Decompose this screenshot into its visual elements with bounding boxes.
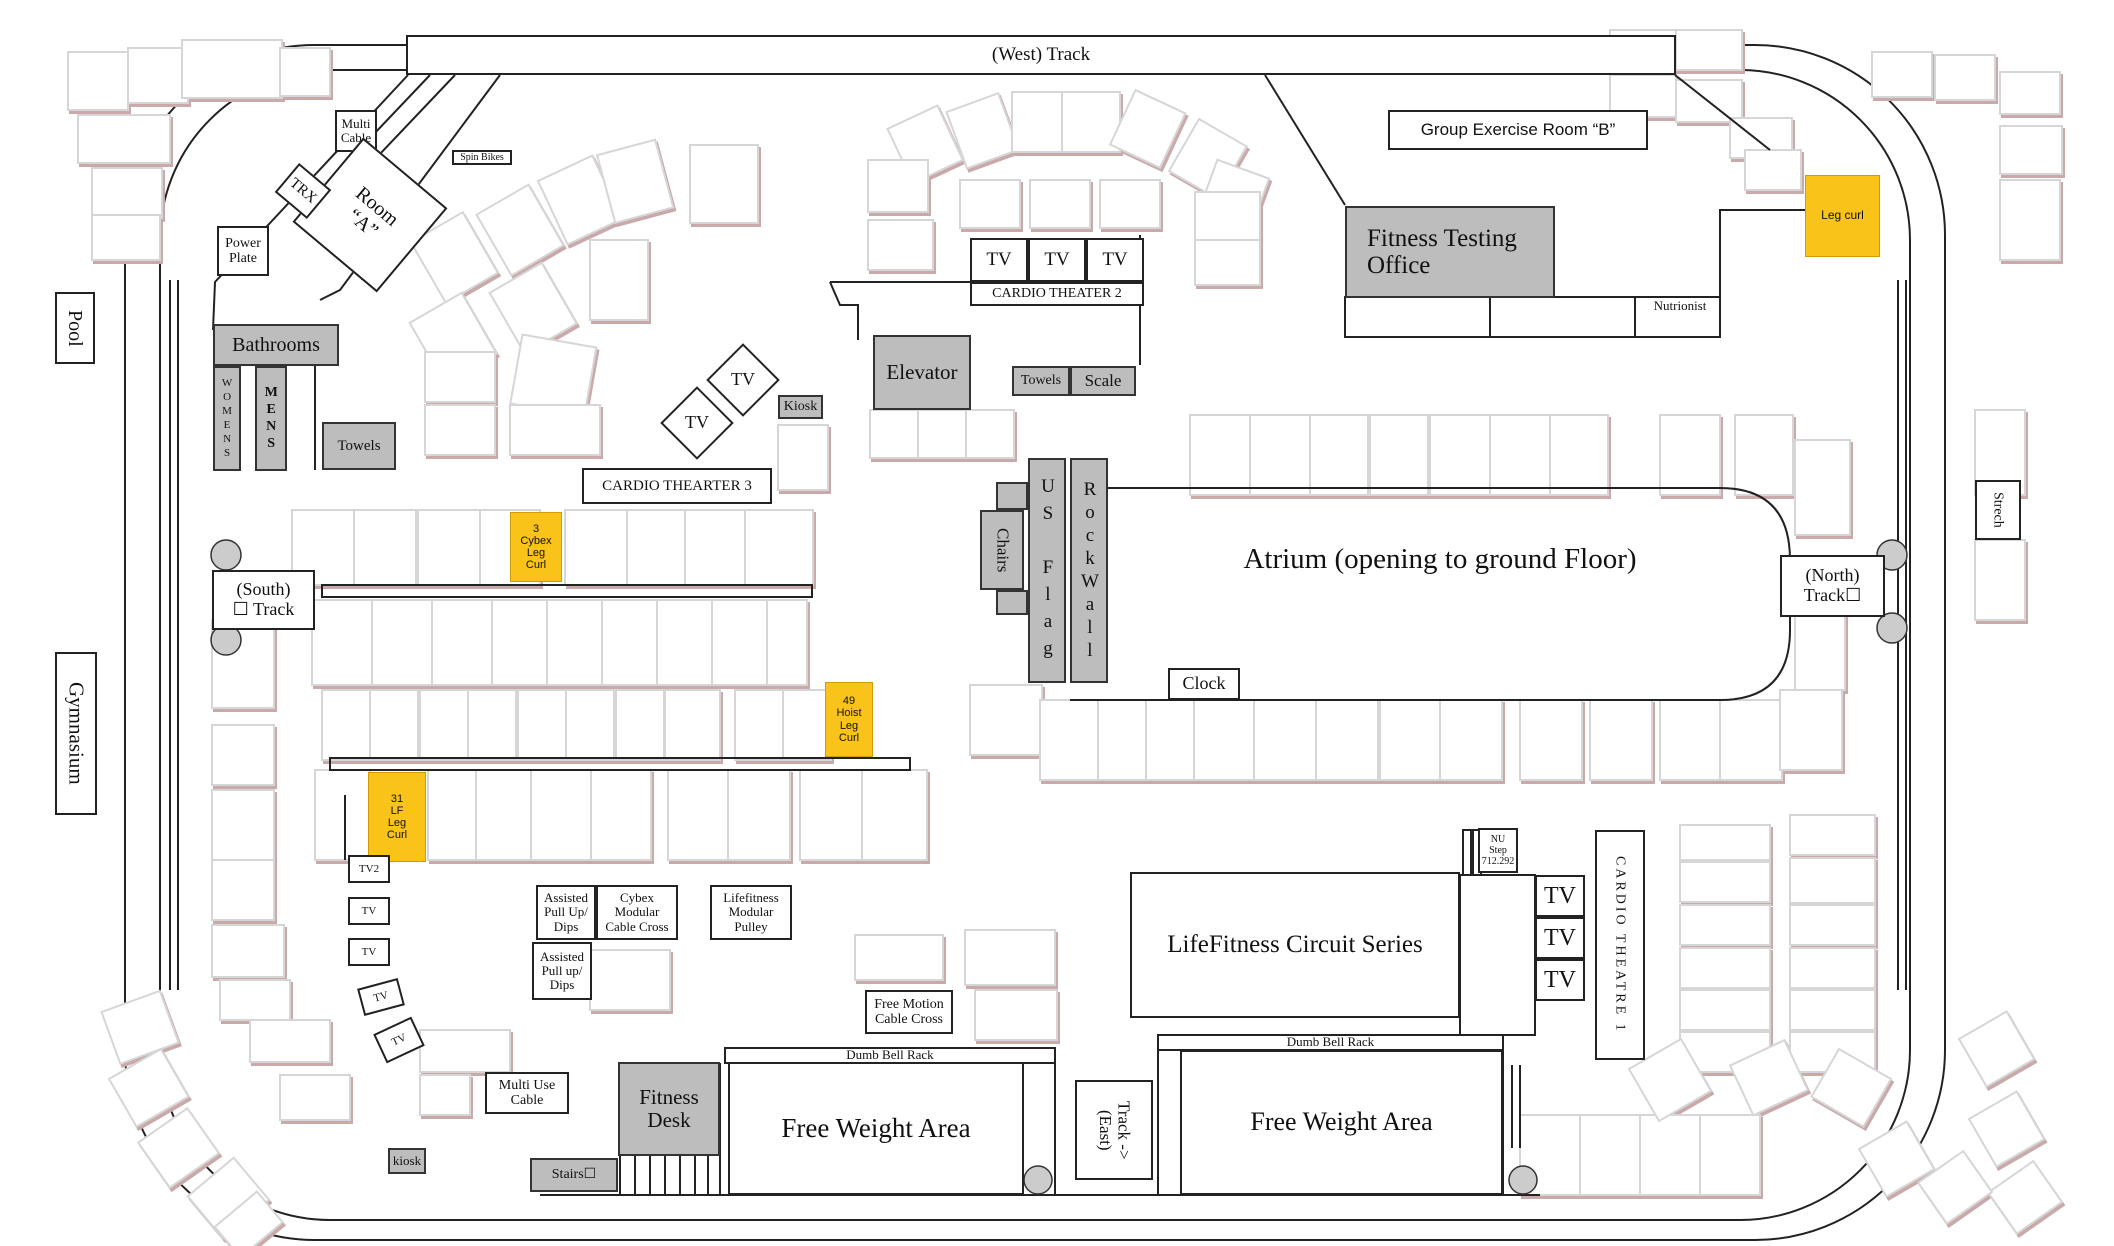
lifefitness-circuit-series: LifeFitness Circuit Series [1130, 872, 1460, 1018]
tv-circuit-3: TV [1535, 959, 1585, 1001]
chairs-text: Chairs [993, 527, 1013, 573]
spin-bikes-label: Spin Bikes [452, 150, 512, 165]
assisted-pull-up-2: Assisted Pull up/ Dips [532, 942, 592, 1000]
tv-circuit-2: TV [1535, 917, 1585, 959]
clock-label: Clock [1168, 668, 1240, 700]
leg-curl-top: Leg curl [1805, 175, 1880, 257]
equipment-boxes [67, 29, 2064, 1246]
tv-left-2: TV [348, 938, 390, 966]
nutrionist-label: Nutrionist [1653, 297, 1707, 313]
free-weight-area-2: Free Weight Area [1180, 1050, 1503, 1195]
pool-text: Pool [64, 309, 86, 347]
multi-use-cable: Multi Use Cable [485, 1072, 569, 1114]
chairs-label: Chairs [980, 510, 1024, 590]
hoist-leg-curl: 49 Hoist Leg Curl [825, 682, 873, 757]
stretch-label: Strech [1975, 480, 2021, 540]
chairs-lower-block [996, 590, 1028, 615]
stairs-label: Stairs☐ [530, 1158, 618, 1192]
tv-circuit-1: TV [1535, 875, 1585, 917]
power-plate-label: Power Plate [217, 226, 269, 276]
fitness-desk-label: Fitness Desk [618, 1062, 720, 1156]
gymnasium-label: Gymnasium [55, 652, 97, 815]
towels-center-label: Towels [1012, 366, 1070, 396]
us-flag-label: US Flag [1028, 458, 1066, 683]
cardio-thearter-3-label: CARDIO THEARTER 3 [582, 468, 772, 504]
kiosk-top-label: Kiosk [778, 395, 823, 419]
cardio-theatre-1-text: CARDIO THEATRE 1 [1612, 856, 1628, 1034]
dumb-bell-rack-1: Dumb Bell Rack [846, 1047, 934, 1063]
assisted-pull-up-1: Assisted Pull Up/ Dips [536, 885, 596, 940]
stretch-text: Strech [1990, 492, 2006, 528]
free-motion-cable-cross: Free Motion Cable Cross [865, 990, 953, 1034]
rock-wall-label: RockWall [1070, 458, 1108, 683]
nu-step-label: NU Step 712.292 [1478, 828, 1518, 873]
fitness-testing-office-label: Fitness Testing Office [1345, 206, 1555, 298]
mens-restroom: MENS [255, 366, 287, 471]
south-track-label: (South) ☐ Track [212, 570, 315, 630]
tv-cardio3-1: TV [731, 369, 755, 390]
tv-cardio2-3: TV [1086, 238, 1144, 282]
mens-text: MENS [263, 384, 279, 453]
group-exercise-b-label: Group Exercise Room “B” [1388, 110, 1648, 150]
cardio-theater-2-label: CARDIO THEATER 2 [970, 282, 1144, 306]
lifefitness-modular-pulley: Lifefitness Modular Pulley [710, 885, 792, 940]
towels-left-label: Towels [322, 422, 396, 470]
cybex-leg-curl: 3 Cybex Leg Curl [510, 512, 562, 582]
elevator-label: Elevator [873, 335, 971, 410]
tv2-label: TV2 [348, 855, 390, 883]
chairs-small-block [996, 482, 1028, 510]
gymnasium-text: Gymnasium [64, 682, 89, 785]
womens-restroom: WOMENS [213, 366, 241, 471]
pool-label: Pool [55, 292, 95, 364]
tv-cardio2-1: TV [970, 238, 1028, 282]
bathrooms-label: Bathrooms [213, 324, 339, 366]
womens-text: WOMENS [221, 376, 234, 461]
lf-leg-curl: 31 LF Leg Curl [368, 772, 426, 862]
dumb-bell-rack-2: Dumb Bell Rack [1286, 1034, 1375, 1050]
tv-cardio2-2: TV [1028, 238, 1086, 282]
kiosk-bottom-label: kiosk [388, 1148, 426, 1174]
north-track-label: (North) Track☐ [1780, 555, 1885, 617]
tv-left-1: TV [348, 897, 390, 925]
tv-diamonds [660, 343, 780, 460]
us-flag-text: US Flag [1037, 476, 1059, 665]
east-track-text: Track -> (East) [1096, 1100, 1134, 1160]
scale-label: Scale [1070, 366, 1136, 396]
atrium-label: Atrium (opening to ground Floor) [1243, 543, 1637, 576]
east-track-label: Track -> (East) [1075, 1080, 1153, 1180]
tv-cardio3-2: TV [685, 412, 709, 433]
rock-wall-text: RockWall [1079, 478, 1101, 663]
cybex-modular-cable-cross: Cybex Modular Cable Cross [596, 885, 678, 940]
west-track-label: (West) Track [406, 35, 1676, 75]
cardio-theatre-1-label: CARDIO THEATRE 1 [1595, 830, 1645, 1060]
free-weight-area-1: Free Weight Area [728, 1062, 1024, 1195]
